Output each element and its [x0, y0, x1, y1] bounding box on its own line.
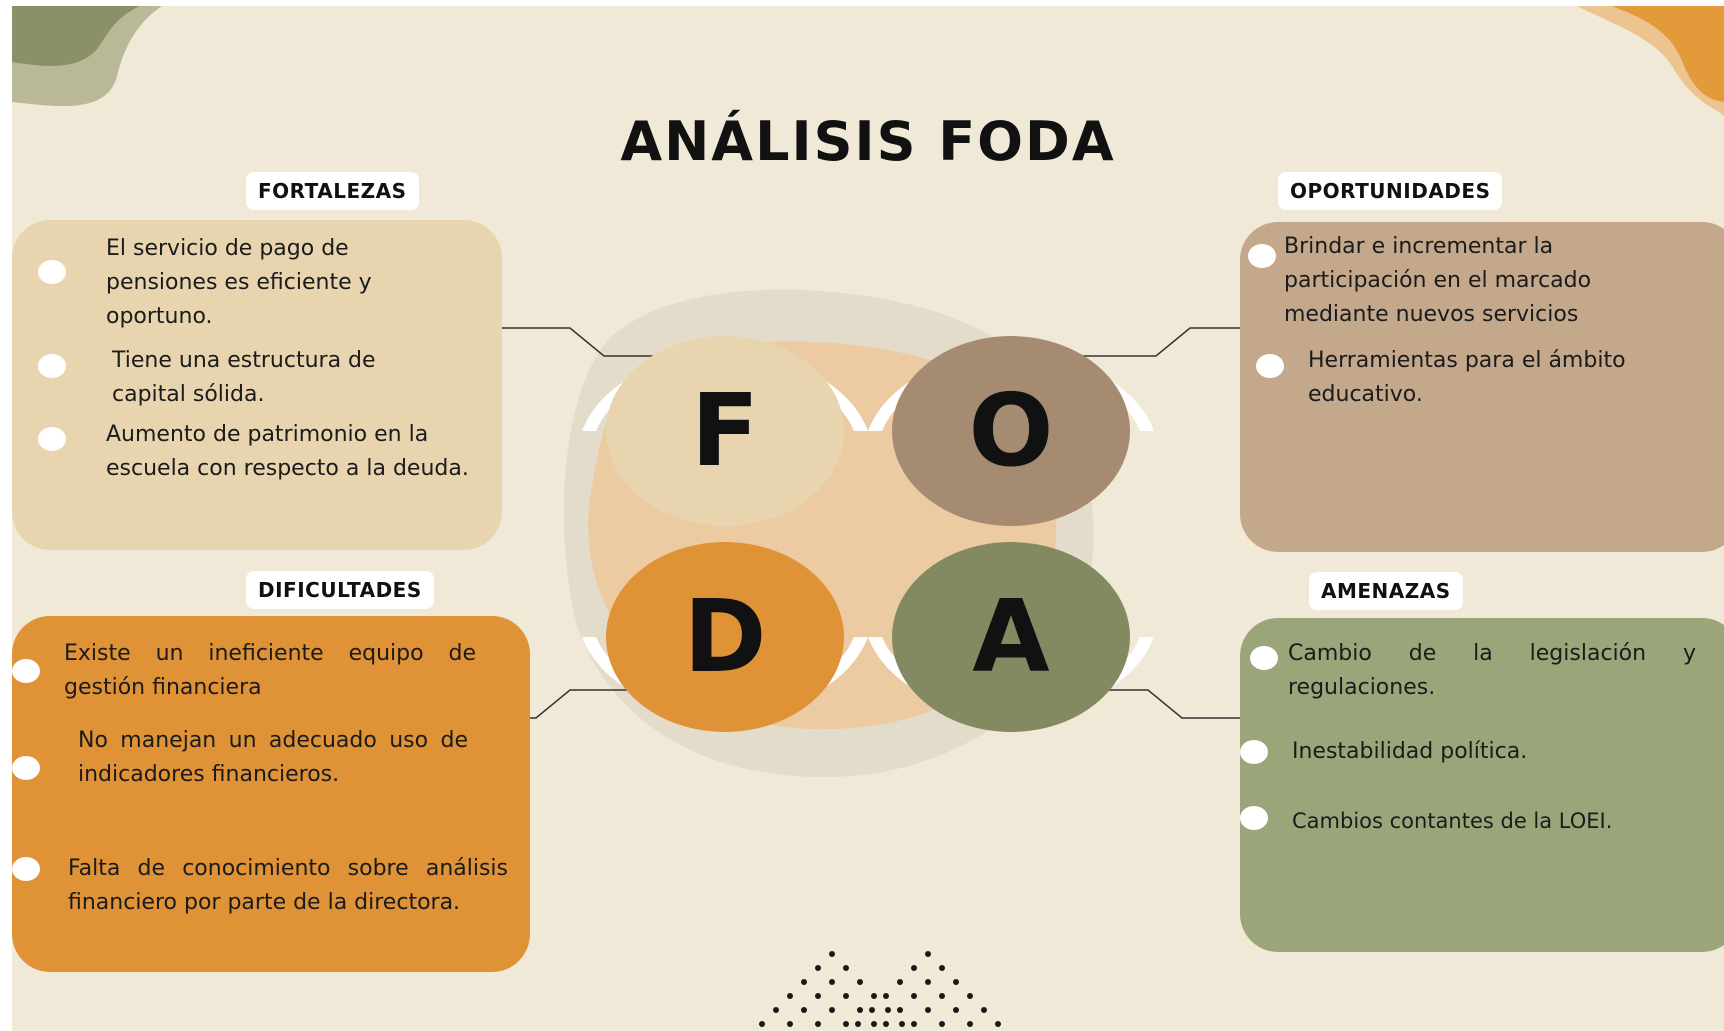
- bullet: [12, 756, 40, 780]
- pattern-dot: [981, 1007, 987, 1013]
- pattern-dot: [773, 1007, 779, 1013]
- oportunidades-item-1: Brindar e incrementar la participación e…: [1284, 234, 1592, 327]
- pattern-dot: [815, 993, 821, 999]
- circle-a: A: [892, 542, 1130, 732]
- connector-oportunidades: [1078, 327, 1276, 357]
- infographic-canvas: ANÁLISIS FODA FORTALEZAS El servicio de …: [12, 6, 1724, 1031]
- fortalezas-item-2: Tiene una estructura de capital sólida.: [112, 348, 376, 407]
- page-title: ANÁLISIS FODA: [620, 110, 1116, 173]
- letter-f: F: [690, 372, 760, 489]
- pattern-dot: [967, 993, 973, 999]
- oportunidades-item-2: Herramientas para el ámbito educativo.: [1308, 348, 1626, 407]
- panel-dificultades: [12, 616, 530, 972]
- amenazas-item-1: Cambio de la legislación y regulaciones.: [1288, 641, 1696, 700]
- label-dificultades: DIFICULTADES: [246, 571, 434, 609]
- bullet: [38, 427, 66, 451]
- pattern-dot: [857, 979, 863, 985]
- fortalezas-item-3: Aumento de patrimonio en la escuela con …: [106, 422, 469, 481]
- pattern-dot: [885, 1007, 891, 1013]
- panel-oportunidades: [1240, 222, 1724, 552]
- dificultades-item-3: Falta de conocimiento sobre análisis fin…: [68, 856, 508, 915]
- pattern-dot: [967, 1021, 973, 1027]
- label-amenazas: AMENAZAS: [1309, 572, 1463, 610]
- pattern-dot: [883, 1021, 889, 1027]
- pattern-dot: [871, 993, 877, 999]
- pattern-dot: [995, 1021, 1001, 1027]
- bullet: [38, 354, 66, 378]
- dificultades-item-2: No manejan un adecuado uso de indicadore…: [78, 728, 468, 787]
- amenazas-item-2: Inestabilidad política.: [1292, 739, 1528, 764]
- connector-fortalezas: [482, 327, 680, 357]
- bullet: [12, 857, 40, 881]
- letter-d: D: [683, 578, 767, 695]
- pattern-dot: [939, 1021, 945, 1027]
- pattern-dot: [883, 993, 889, 999]
- pattern-dot: [871, 1021, 877, 1027]
- dificultades-item-1: Existe un ineficiente equipo de gestión …: [64, 641, 476, 700]
- pattern-dot: [939, 965, 945, 971]
- letter-o: O: [968, 372, 1054, 489]
- pattern-dot: [897, 979, 903, 985]
- letter-a: A: [972, 578, 1050, 695]
- bullet: [1240, 806, 1268, 830]
- bullet: [1240, 740, 1268, 764]
- pattern-dot: [759, 1021, 765, 1027]
- pattern-dot: [911, 993, 917, 999]
- bullet: [1250, 646, 1278, 670]
- amenazas-item-3: Cambios contantes de la LOEI.: [1292, 809, 1613, 833]
- bullet: [1248, 244, 1276, 268]
- label-fortalezas: FORTALEZAS: [246, 172, 419, 210]
- pattern-dot: [897, 1007, 903, 1013]
- bullet: [12, 659, 40, 683]
- circle-f: F: [606, 336, 844, 526]
- top-right-blob-dark: [1612, 6, 1724, 102]
- pattern-dot: [801, 1007, 807, 1013]
- pattern-dot: [855, 1021, 861, 1027]
- label-oportunidades: OPORTUNIDADES: [1278, 172, 1503, 210]
- pattern-dot: [925, 951, 931, 957]
- pattern-dot: [815, 1021, 821, 1027]
- pattern-dot: [815, 965, 821, 971]
- pattern-dot: [787, 993, 793, 999]
- panel-fortalezas: [12, 220, 502, 550]
- dot-pattern: [759, 951, 1001, 1027]
- pattern-dot: [843, 993, 849, 999]
- pattern-dot: [801, 979, 807, 985]
- panel-amenazas: [1240, 618, 1724, 952]
- pattern-dot: [843, 1021, 849, 1027]
- fortalezas-item-1: El servicio de pago de pensiones es efic…: [106, 236, 372, 329]
- pattern-dot: [899, 1021, 905, 1027]
- pattern-dot: [829, 951, 835, 957]
- pattern-dot: [939, 993, 945, 999]
- pattern-dot: [925, 1007, 931, 1013]
- pattern-dot: [911, 1021, 917, 1027]
- bullet: [38, 260, 66, 284]
- pattern-dot: [787, 1021, 793, 1027]
- pattern-dot: [829, 1007, 835, 1013]
- pattern-dot: [911, 965, 917, 971]
- circle-o: O: [892, 336, 1130, 526]
- bullet: [1256, 354, 1284, 378]
- top-left-blob-dark: [12, 6, 140, 66]
- pattern-dot: [869, 1007, 875, 1013]
- circle-d: D: [606, 542, 844, 732]
- pattern-dot: [925, 979, 931, 985]
- pattern-dot: [953, 1007, 959, 1013]
- pattern-dot: [857, 1007, 863, 1013]
- pattern-dot: [843, 965, 849, 971]
- pattern-dot: [829, 979, 835, 985]
- pattern-dot: [953, 979, 959, 985]
